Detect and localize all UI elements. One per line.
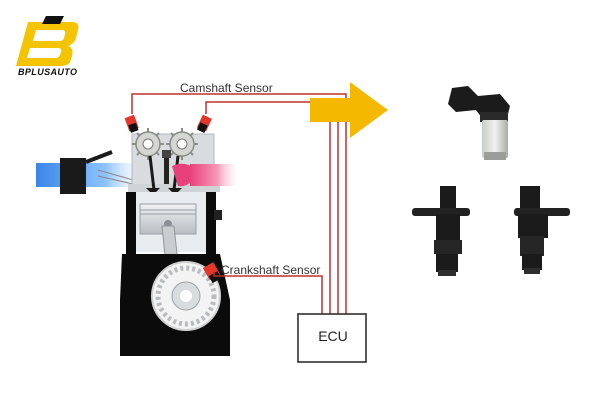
camshaft-sensor-photo bbox=[448, 86, 510, 160]
ecu-box bbox=[297, 313, 367, 363]
crankshaft-sensor-photo bbox=[412, 186, 470, 276]
engine-illustration bbox=[36, 114, 236, 356]
exhaust-gas-flow bbox=[190, 164, 236, 186]
crankshaft-sensor-photo-2 bbox=[514, 186, 570, 274]
camshaft-sensor-left bbox=[124, 114, 139, 133]
crankshaft-sensor-label: Crankshaft Sensor bbox=[221, 263, 321, 277]
camshaft-sensor-right bbox=[196, 114, 212, 133]
intake-camshaft-gear bbox=[132, 128, 164, 160]
logo-mark bbox=[16, 22, 79, 66]
cylinder-wall-right bbox=[206, 192, 216, 254]
ecu-label: ECU bbox=[318, 328, 348, 344]
exhaust-camshaft-gear bbox=[166, 128, 198, 160]
brand-logo bbox=[16, 16, 79, 66]
signal-arrow bbox=[310, 82, 388, 138]
crankshaft-reluctor-wheel bbox=[151, 261, 221, 331]
logo-text: BPLUSAUTO bbox=[18, 67, 78, 77]
sensor-wiring bbox=[131, 93, 347, 314]
cylinder-wall-left bbox=[126, 192, 136, 254]
intake-injector bbox=[60, 158, 86, 194]
camshaft-sensor-label: Camshaft Sensor bbox=[180, 81, 273, 95]
